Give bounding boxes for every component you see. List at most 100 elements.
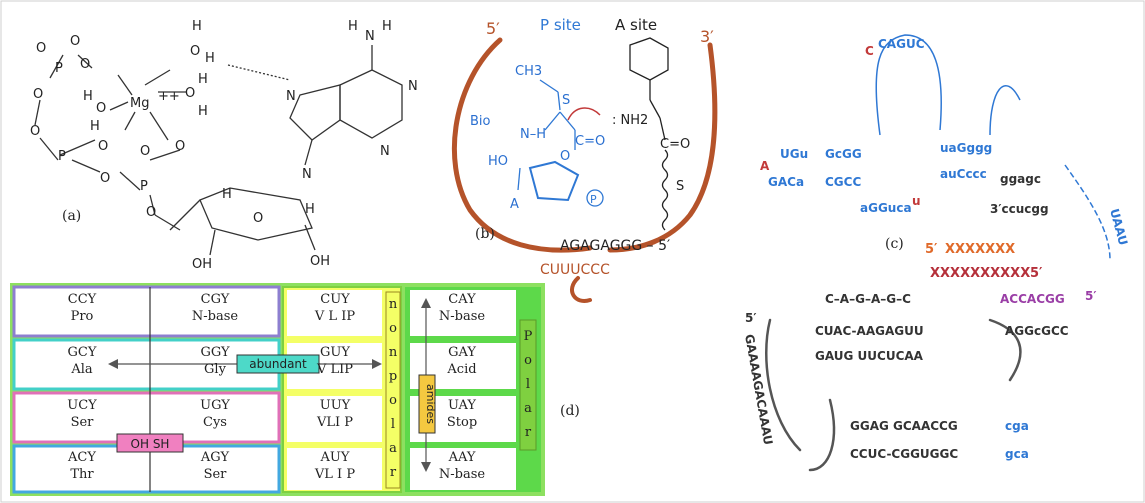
atom-h-10: H: [305, 202, 315, 217]
nonpolar-letter-0: n: [389, 297, 398, 312]
label-d: (d): [560, 403, 580, 419]
three-prime-b: 3′: [700, 27, 714, 46]
panel-c-rna: C CAGUC A UGu GcGG GACa CGCC aGGuca u ua…: [742, 34, 1130, 472]
nonpolar-letter-3: p: [389, 369, 397, 384]
codon-cell-r3-c4-line0: AAY: [448, 450, 476, 465]
atom-n-5: N: [302, 167, 312, 182]
atom-o-6: O: [98, 139, 108, 154]
atom-o-8: O: [140, 144, 150, 159]
label-a: (a): [62, 208, 81, 224]
polar-letter-3: a: [524, 401, 532, 416]
amides-label: amides: [424, 384, 437, 424]
label-b: (b): [475, 226, 495, 242]
mrna-sequence: AGAGAGGG – 5′: [560, 238, 670, 254]
atom-n-1: N: [365, 29, 375, 44]
atom-n-4: N: [380, 144, 390, 159]
nh-label: N–H: [520, 127, 546, 142]
atom-p-1: P: [55, 61, 63, 76]
rna-five-top: 5′: [925, 242, 938, 257]
atom-o-14: O: [253, 211, 263, 226]
codon-cell-r1-c3-line0: GUY: [320, 345, 350, 360]
panel-b-ribosome: [451, 37, 718, 303]
atom-n-2: N: [286, 89, 296, 104]
polar-letter-1: o: [524, 353, 532, 368]
cell-cuy: [287, 290, 382, 336]
attack-arrow: [567, 107, 601, 121]
c-eq-o-a: C=O: [660, 137, 690, 152]
nonpolar-letter-2: n: [389, 345, 398, 360]
oh-sh-label: OH SH: [131, 437, 170, 451]
codon-cell-r2-c4-line0: UAY: [448, 398, 476, 413]
rna-u-side: u: [912, 194, 921, 208]
ho-label: HO: [488, 154, 508, 169]
nonpolar-letter-5: l: [391, 417, 395, 432]
p-site-label: P site: [540, 16, 581, 34]
codon-cell-r0-c1-line0: CCY: [68, 292, 97, 307]
atom-p-3: P: [140, 179, 148, 194]
codon-cell-r3-c4-line1: N-base: [439, 467, 486, 482]
atom-h-6: H: [90, 119, 100, 134]
codon-cell-r3-c3-line1: VL I P: [314, 467, 355, 482]
abundant-arrow-head: [108, 359, 118, 369]
atom-h-9: H: [222, 187, 232, 202]
rna-cuucgg: 3′ccucgg: [990, 202, 1049, 216]
rna-cagagc: C–A–G–A–G–C: [825, 292, 911, 306]
oh-sh-badge: [116, 433, 184, 453]
codon-cell-r2-c1-line1: Ser: [71, 415, 95, 430]
codon-cell-r3-c1-line1: Thr: [70, 467, 94, 482]
atom-p-2: P: [58, 149, 66, 164]
codon-cell-r0-c3-line0: CUY: [320, 292, 350, 307]
rna-gca: gca: [1005, 447, 1029, 461]
codon-cell-r2-c3-line0: UUY: [320, 398, 351, 413]
rna-auaggg: uaGggg: [940, 141, 992, 155]
atom-o-3: O: [80, 57, 90, 72]
rna-gaca: GACa: [768, 175, 804, 189]
atom-h-8: H: [382, 19, 392, 34]
ch3-label: CH3: [515, 64, 542, 79]
rna-aggucau: aGGuca: [860, 201, 912, 215]
c-eq-o-p: C=O: [575, 134, 605, 149]
rna-ggagc: ggagc: [1000, 172, 1041, 186]
cell-aay: [410, 448, 516, 490]
rna-xs-bottom: XXXXXXXXXX: [930, 266, 1030, 281]
rna-gcgg: GcGG: [825, 147, 862, 161]
cell-auy: [287, 448, 382, 490]
codon-cell-r1-c4-line1: Acid: [446, 362, 476, 377]
atom-o-1: O: [36, 41, 46, 56]
a-site-label: A site: [615, 16, 657, 34]
codon-cell-r3-c2-line0: AGY: [200, 450, 230, 465]
codon-cell-r2-c2-line1: Cys: [203, 415, 227, 430]
nonpolar-letter-7: r: [390, 465, 397, 480]
atom-o-10: O: [146, 205, 156, 220]
polar-letter-4: r: [525, 425, 532, 440]
atom-o-2: O: [70, 34, 80, 49]
atom-mg-charge: ++: [158, 89, 180, 104]
codon-cell-r2-c1-line0: UCY: [67, 398, 97, 413]
label-c: (c): [885, 236, 904, 252]
atom-h-3: H: [198, 72, 208, 87]
s-label: S: [562, 93, 570, 108]
polar-letter-2: l: [526, 377, 530, 392]
nh2-label: : NH2: [612, 113, 648, 128]
row-pro-n-base: [12, 285, 281, 338]
codon-cell-r1-c4-line0: GAY: [448, 345, 476, 360]
codon-cell-r2-c3-line1: VLI P: [316, 415, 353, 430]
panel-a-atoms: O O O P O O P O O P O O O H O H Mg ++ O …: [30, 19, 418, 272]
a-base-label: A: [510, 197, 519, 212]
codon-cell-r0-c3-line1: V L IP: [314, 309, 355, 324]
codon-cell-r1-c2-line0: GGY: [200, 345, 230, 360]
row-thr-ser: [12, 444, 281, 494]
s-chain-label: S: [676, 179, 684, 194]
abundant-badge: [236, 354, 320, 374]
rna-acc: ACCACGG: [1000, 292, 1065, 306]
codon-cell-r1-c2-line1: Gly: [204, 362, 227, 377]
atom-o-12: O: [185, 86, 195, 101]
nonpolar-letter-6: a: [389, 441, 397, 456]
atom-oh-1: OH: [192, 257, 212, 272]
rna-a-left: A: [760, 159, 770, 173]
rna-ccucc: CCUC-CGGUGGC: [850, 447, 958, 461]
rna-g5: 5′: [745, 311, 757, 325]
